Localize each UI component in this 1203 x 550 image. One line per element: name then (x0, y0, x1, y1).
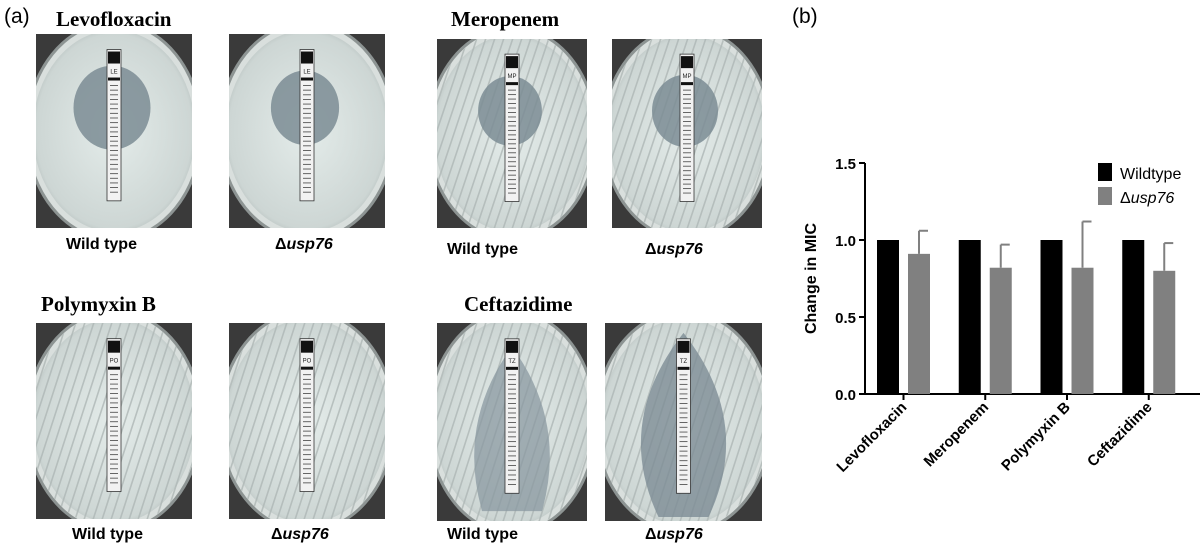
caption-levofloxacin-wildtype: Wild type (66, 236, 137, 253)
caption-polymyxin-wildtype: Wild type (72, 526, 143, 543)
x-tick-label: Meropenem (921, 399, 993, 471)
panel-b-label: (b) (792, 5, 818, 28)
plate-levofloxacin-mutant: LE (229, 34, 385, 228)
bar-mutant-2 (1071, 267, 1094, 394)
plate-meropenem-wildtype: MP (437, 39, 587, 228)
gene-name: usp76 (656, 526, 703, 543)
legend-label-mutant: Δusp76 (1120, 190, 1174, 207)
panel-a-label: (a) (4, 5, 30, 28)
delta-symbol: Δ (271, 526, 283, 543)
legend-swatch-mutant (1098, 187, 1112, 205)
legend-gene: usp76 (1131, 190, 1175, 207)
svg-text:PO: PO (303, 359, 312, 365)
svg-text:LE: LE (110, 70, 117, 76)
plate-levofloxacin-wildtype: LE (36, 34, 192, 228)
bar-mutant-1 (989, 267, 1012, 394)
svg-text:MP: MP (508, 74, 517, 80)
bar-wildtype-1 (958, 240, 981, 394)
svg-text:PO: PO (110, 359, 119, 365)
caption-meropenem-wildtype: Wild type (447, 241, 518, 258)
plate-polymyxin-wildtype: PO (36, 323, 192, 519)
delta-symbol: Δ (645, 241, 657, 258)
y-tick-label: 1.5 (835, 156, 856, 173)
plate-polymyxin-mutant: PO (229, 323, 385, 519)
y-tick-label: 0.5 (835, 310, 856, 327)
bar-wildtype-3 (1122, 240, 1145, 394)
x-tick-label: Ceftazidime (1084, 399, 1156, 471)
svg-text:LE: LE (303, 70, 310, 76)
caption-levofloxacin-mutant: Δusp76 (275, 236, 333, 254)
legend-delta: Δ (1120, 190, 1131, 207)
gene-name: usp76 (282, 526, 329, 543)
legend-swatch-wildtype (1098, 163, 1112, 181)
y-axis-label: Change in MIC (803, 223, 820, 335)
meropenem-title: Meropenem (451, 7, 560, 31)
x-tick-label: Levofloxacin (833, 399, 910, 476)
bar-mutant-0 (908, 253, 930, 394)
legend-label-wildtype: Wildtype (1120, 166, 1181, 183)
y-tick-label: 0.0 (835, 387, 856, 404)
caption-polymyxin-mutant: Δusp76 (271, 526, 329, 544)
plate-meropenem-mutant: MP (612, 39, 762, 228)
caption-ceftazidime-mutant: Δusp76 (645, 526, 703, 544)
y-tick-label: 1.0 (835, 233, 856, 250)
bar-wildtype-2 (1040, 240, 1063, 394)
levofloxacin-title: Levofloxacin (56, 7, 172, 31)
bar-wildtype-0 (877, 240, 899, 394)
delta-symbol: Δ (275, 236, 287, 253)
x-tick-label: Polymyxin B (998, 399, 1074, 475)
gene-name: usp76 (656, 241, 703, 258)
gene-name: usp76 (286, 236, 333, 253)
caption-meropenem-mutant: Δusp76 (645, 241, 703, 259)
polymyxin-title: Polymyxin B (41, 292, 156, 316)
bar-mutant-3 (1153, 270, 1176, 394)
caption-ceftazidime-wildtype: Wild type (447, 526, 518, 543)
delta-symbol: Δ (645, 526, 657, 543)
plate-ceftazidime-wildtype: TZ (437, 323, 587, 521)
ceftazidime-title: Ceftazidime (464, 292, 573, 316)
plate-ceftazidime-mutant: TZ (605, 323, 762, 521)
svg-text:MP: MP (683, 74, 692, 80)
svg-text:TZ: TZ (508, 359, 516, 365)
svg-text:TZ: TZ (680, 359, 688, 365)
